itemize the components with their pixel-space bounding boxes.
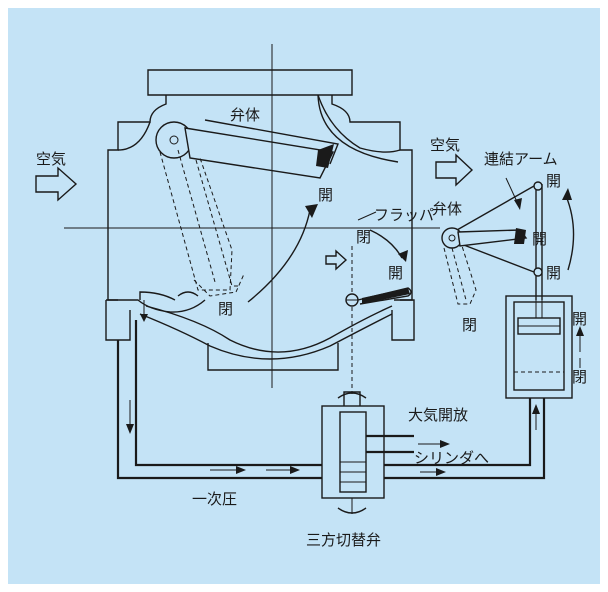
label-cyl-open: 開 [572, 310, 587, 328]
label-open-arm-low: 開 [546, 264, 561, 282]
label-flapper-open: 開 [388, 264, 403, 282]
label-link-arm: 連結アーム [484, 150, 558, 168]
signal-arrow-icon [325, 249, 348, 271]
right-valve-linkage [441, 177, 575, 305]
air-inlet-right [435, 153, 474, 187]
label-air-left: 空気 [36, 150, 66, 168]
label-to-cylinder: シリンダへ [414, 449, 489, 467]
label-closed-main: 閉 [218, 300, 233, 318]
cylinder-supply-line [384, 398, 546, 480]
air-inlet-arrow-icon [35, 166, 78, 202]
label-atmosphere: 大気開放 [408, 406, 468, 424]
label-body-right: 弁体 [432, 200, 462, 218]
label-open-main: 開 [318, 186, 333, 204]
cylinder [505, 295, 584, 399]
air-inlet-left [35, 166, 78, 202]
label-body-main: 弁体 [230, 106, 260, 124]
label-open-arm-top: 開 [546, 172, 561, 190]
primary-pressure-line [116, 300, 322, 480]
rotation-arrow-icon [337, 392, 367, 399]
label-primary-pressure: 一次圧 [192, 490, 237, 508]
label-cyl-closed: 閉 [572, 368, 587, 386]
diagram-panel [8, 8, 600, 584]
flapper-assembly [325, 211, 412, 394]
air-inlet-arrow-icon [435, 153, 474, 187]
label-flapper: フラッパ [374, 206, 434, 224]
three-way-valve [321, 391, 450, 514]
label-open-valve-right: 開 [532, 230, 547, 248]
label-closed-right: 閉 [462, 316, 477, 334]
label-air-right: 空気 [430, 136, 460, 154]
label-three-way-valve: 三方切替弁 [306, 531, 381, 549]
label-flapper-closed: 閉 [356, 228, 371, 246]
main-valve-body [64, 44, 440, 388]
